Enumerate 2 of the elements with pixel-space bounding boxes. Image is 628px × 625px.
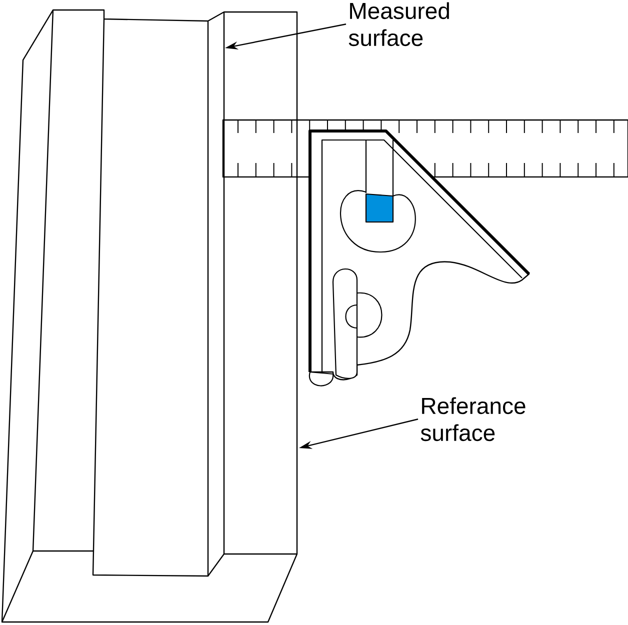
- callout-text: Measured surface: [348, 2, 449, 46]
- callout-text: Referance surface: [420, 397, 526, 442]
